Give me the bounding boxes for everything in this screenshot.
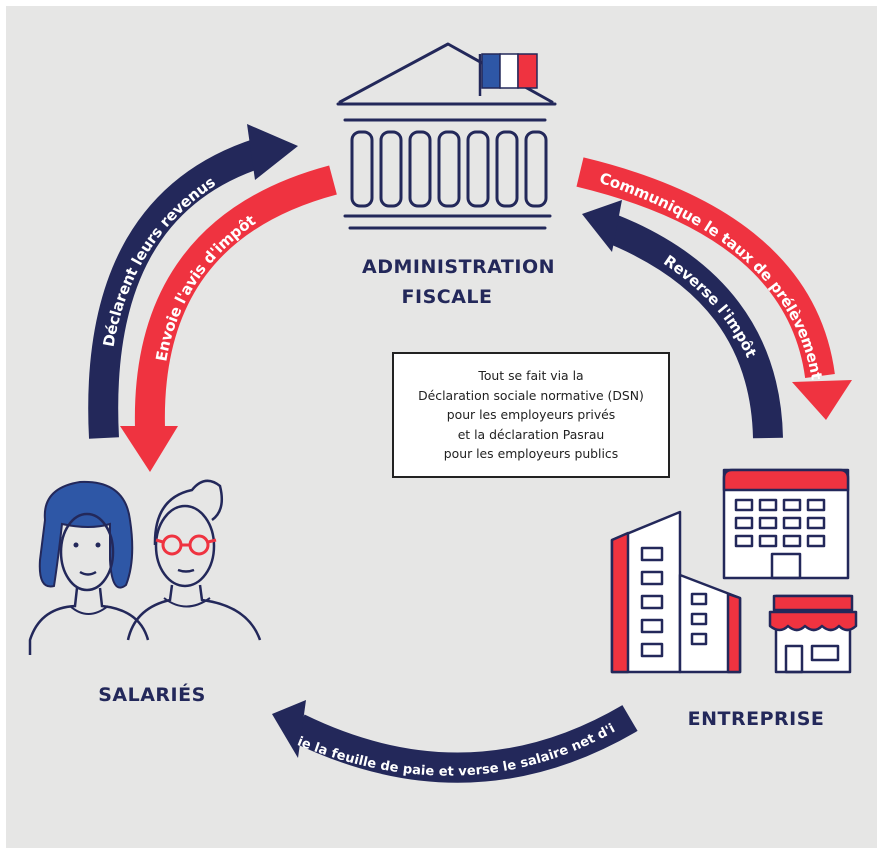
company-label: ENTREPRISE <box>687 708 825 730</box>
employees-icon <box>28 479 262 655</box>
info-box-line: et la déclaration Pasrau <box>457 426 605 442</box>
info-box-line: pour les employeurs privés <box>446 407 616 423</box>
french-flag-icon <box>478 53 538 96</box>
info-box-line: pour les employeurs publics <box>443 446 619 462</box>
info-box-line: Tout se fait via la <box>478 368 584 384</box>
administration-label-line1: ADMINISTRATION <box>362 256 556 278</box>
info-box-line: Déclaration sociale normative (DSN) <box>418 387 644 403</box>
info-box: Tout se fait via la Déclaration sociale … <box>392 352 670 478</box>
employees-label: SALARIÉS <box>98 684 206 706</box>
administration-label: ADMINISTRATION FISCALE <box>362 252 556 312</box>
administration-label-line2: FISCALE <box>401 286 493 308</box>
company-buildings-icon <box>610 468 858 674</box>
